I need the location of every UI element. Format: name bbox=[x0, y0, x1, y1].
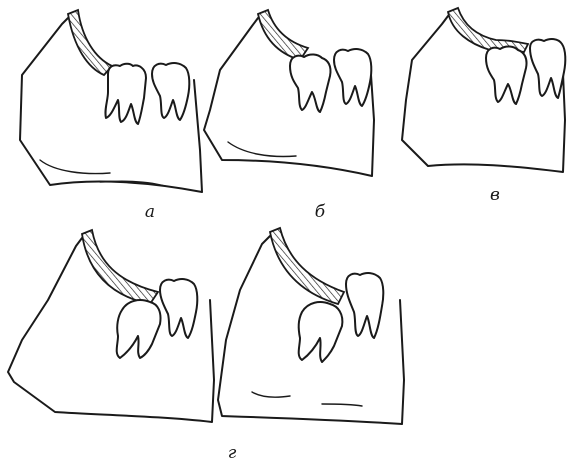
ramus-hatched-area bbox=[270, 228, 344, 304]
figure-label-g: г bbox=[228, 443, 237, 463]
third-molar bbox=[105, 64, 146, 124]
figure-label-a: а bbox=[145, 202, 155, 222]
second-molar bbox=[346, 273, 383, 338]
ramus-hatched-area bbox=[448, 8, 528, 52]
panel-g-right bbox=[218, 228, 404, 424]
panel-b: б bbox=[204, 10, 374, 222]
ramus-hatched-area bbox=[68, 10, 112, 75]
ramus-hatched-area bbox=[258, 10, 308, 60]
panel-a: а bbox=[20, 10, 202, 222]
third-molar bbox=[290, 54, 331, 112]
panel-v: в bbox=[402, 8, 565, 205]
second-molar bbox=[334, 49, 371, 106]
third-molar-tilted bbox=[117, 300, 161, 358]
second-molar bbox=[160, 279, 197, 338]
figure-label-v: в bbox=[490, 185, 500, 205]
panel-g-left bbox=[8, 230, 214, 422]
jaw-outline bbox=[8, 238, 214, 422]
third-molar bbox=[486, 46, 527, 104]
third-molar-tilted bbox=[299, 302, 343, 362]
ramus-hatched-area bbox=[82, 230, 158, 304]
figure-label-b: б bbox=[315, 202, 326, 222]
second-molar bbox=[152, 63, 189, 120]
second-molar bbox=[530, 39, 565, 98]
